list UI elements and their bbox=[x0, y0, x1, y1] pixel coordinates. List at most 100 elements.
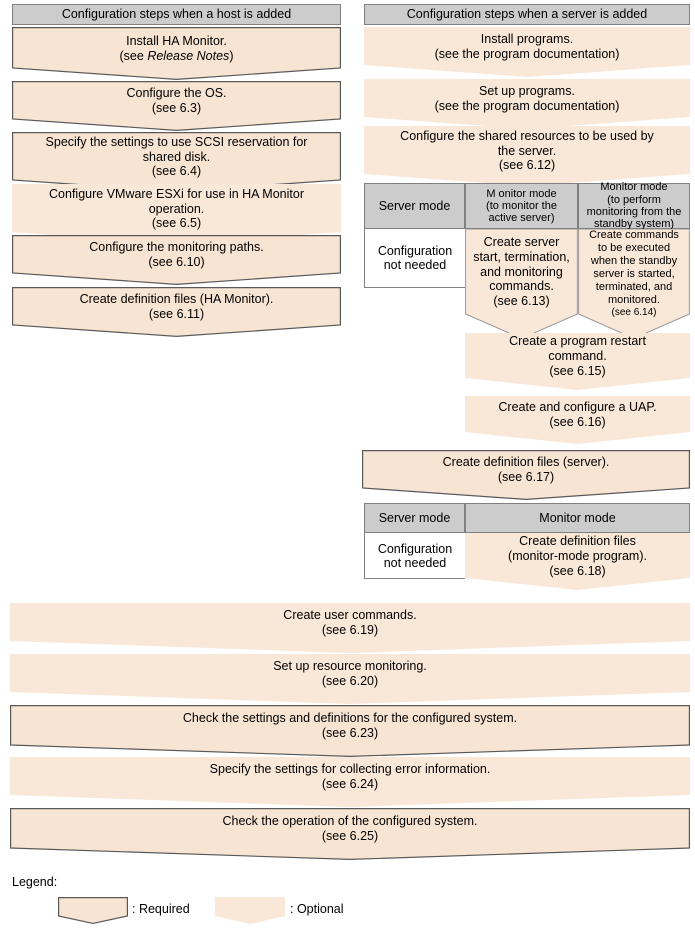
chevron-shape-icon bbox=[364, 27, 690, 77]
server-step-set-up-programs[interactable]: Set up programs. (see the program docume… bbox=[364, 79, 690, 129]
line-2: (see 6.4) bbox=[151, 164, 202, 179]
final-step-check-settings-definitions[interactable]: Check the settings and definitions for t… bbox=[10, 705, 690, 757]
chevron-shape-icon bbox=[465, 333, 690, 390]
line-1: Configure the monitoring paths. bbox=[89, 240, 264, 255]
host-step-create-definition-files-text: Create definition files (HA Monitor). (s… bbox=[12, 292, 341, 322]
table2-header-monitor-mode-label: Monitor mode bbox=[539, 511, 616, 525]
chevron-shape-icon bbox=[465, 533, 690, 590]
chevron-shape-icon bbox=[12, 287, 341, 337]
table1-header-monitor-mode-standby-label: Monitor mode (to perform monitoring from… bbox=[586, 181, 682, 231]
table2-header-server-mode-label: Server mode bbox=[378, 511, 451, 525]
line-1b: shared disk. bbox=[142, 149, 211, 164]
line-1: Install programs. bbox=[480, 32, 574, 47]
line-1: Install HA Monitor. bbox=[126, 33, 227, 48]
table1-step-create-standby-commands[interactable]: Create commands to be executed when the … bbox=[578, 229, 690, 339]
server-step-create-definition-files-server-text: Create definition files (server). (see 6… bbox=[442, 455, 610, 484]
line-1: Configure the shared resources to be use… bbox=[400, 128, 654, 143]
table2-header-monitor-mode: Monitor mode bbox=[465, 503, 690, 533]
chevron-shape-icon bbox=[10, 705, 690, 757]
host-step-configure-monitoring-paths[interactable]: Configure the monitoring paths. (see 6.1… bbox=[12, 235, 341, 285]
chevron-shape-icon bbox=[12, 81, 341, 131]
legend-title: Legend: bbox=[12, 875, 58, 889]
final-step-specify-error-info-settings-text: Specify the settings for collecting erro… bbox=[209, 762, 491, 791]
chevron-shape-icon bbox=[10, 603, 690, 653]
host-step-configure-os[interactable]: Configure the OS. (see 6.3) bbox=[12, 81, 341, 131]
server-step-create-configure-uap[interactable]: Create and configure a UAP. (see 6.16) bbox=[465, 396, 690, 444]
table1-header-server-mode: Server mode bbox=[364, 183, 465, 229]
line-2: (see 6.12) bbox=[498, 158, 556, 173]
column-header-server-label: Configuration steps when a server is add… bbox=[406, 6, 648, 21]
table2-header-server-mode: Server mode bbox=[364, 503, 465, 533]
chevron-shape-icon bbox=[465, 229, 578, 339]
table1-step-create-server-commands-text: Create server start, termination, and mo… bbox=[473, 235, 570, 309]
line-2: (see 6.11) bbox=[148, 307, 205, 321]
column-header-server: Configuration steps when a server is add… bbox=[364, 4, 690, 25]
final-step-set-up-resource-monitoring[interactable]: Set up resource monitoring. (see 6.20) bbox=[10, 654, 690, 704]
chevron-shape-icon bbox=[12, 27, 341, 80]
column-header-host-label: Configuration steps when a host is added bbox=[61, 6, 292, 21]
legend-required-label: : Required bbox=[132, 902, 190, 916]
line-1: Configure the OS. bbox=[126, 86, 227, 101]
line-2: (see the program documentation) bbox=[434, 47, 620, 61]
server-step-create-program-restart-command-text: Create a program restart command. (see 6… bbox=[509, 334, 646, 378]
legend-optional-label: : Optional bbox=[290, 902, 344, 916]
server-step-set-up-programs-text: Set up programs. (see the program docume… bbox=[364, 84, 690, 114]
host-step-configure-vmware-esxi-text: Configure VMware ESXi for use in HA Moni… bbox=[12, 187, 341, 231]
line-2: (see 6.3) bbox=[151, 101, 202, 115]
table2-step-create-definition-files-monitor-mode[interactable]: Create definition files (monitor-mode pr… bbox=[465, 533, 690, 590]
chevron-shape-icon bbox=[10, 757, 690, 807]
chevron-shape-icon bbox=[10, 808, 690, 860]
host-step-scsi-reservation[interactable]: Specify the settings to use SCSI reserva… bbox=[12, 132, 341, 192]
line-1b: operation. bbox=[148, 201, 205, 216]
table2-step-create-definition-files-monitor-mode-text: Create definition files (monitor-mode pr… bbox=[508, 534, 647, 578]
server-step-create-configure-uap-text: Create and configure a UAP. (see 6.16) bbox=[498, 400, 657, 429]
chevron-shape-icon bbox=[12, 235, 341, 285]
server-step-configure-shared-resources[interactable]: Configure the shared resources to be use… bbox=[364, 126, 690, 186]
chevron-shape-icon bbox=[362, 450, 690, 500]
chevron-shape-icon bbox=[58, 897, 129, 925]
host-step-configure-vmware-esxi[interactable]: Configure VMware ESXi for use in HA Moni… bbox=[12, 184, 341, 244]
line-2: (see the program documentation) bbox=[434, 99, 620, 113]
host-step-configure-monitoring-paths-text: Configure the monitoring paths. (see 6.1… bbox=[12, 240, 341, 270]
chevron-shape-icon bbox=[215, 897, 285, 924]
server-step-create-program-restart-command[interactable]: Create a program restart command. (see 6… bbox=[465, 333, 690, 390]
host-step-install-ha-monitor[interactable]: Install HA Monitor. (see Release Notes) bbox=[12, 27, 341, 80]
table1-header-server-mode-label: Server mode bbox=[378, 199, 451, 213]
table2-body-configuration-not-needed: Configuration not needed bbox=[364, 533, 465, 579]
line-1b: the server. bbox=[497, 143, 557, 158]
host-step-scsi-reservation-text: Specify the settings to use SCSI reserva… bbox=[12, 135, 341, 179]
table1-header-monitor-mode-standby: Monitor mode (to perform monitoring from… bbox=[578, 181, 690, 231]
server-step-configure-shared-resources-text: Configure the shared resources to be use… bbox=[364, 129, 690, 173]
final-step-create-user-commands-text: Create user commands. (see 6.19) bbox=[283, 608, 417, 637]
table1-step-create-server-commands[interactable]: Create server start, termination, and mo… bbox=[465, 229, 578, 339]
host-step-create-definition-files[interactable]: Create definition files (HA Monitor). (s… bbox=[12, 287, 341, 337]
chevron-shape-icon bbox=[364, 126, 690, 186]
server-step-install-programs[interactable]: Install programs. (see the program docum… bbox=[364, 27, 690, 77]
final-step-set-up-resource-monitoring-text: Set up resource monitoring. (see 6.20) bbox=[273, 659, 427, 688]
chevron-shape-icon bbox=[12, 184, 341, 244]
line-1: Set up programs. bbox=[479, 84, 575, 99]
chevron-shape-icon bbox=[578, 229, 690, 339]
table1-header-monitor-mode-active-label: M onitor mode (to monitor the active ser… bbox=[486, 187, 557, 225]
host-step-configure-os-text: Configure the OS. (see 6.3) bbox=[12, 86, 341, 116]
line-1: Configure VMware ESXi for use in HA Moni… bbox=[49, 186, 304, 201]
table1-body-configuration-not-needed: Configuration not needed bbox=[364, 229, 465, 288]
chevron-shape-icon bbox=[10, 654, 690, 704]
legend-swatch-optional bbox=[215, 897, 285, 924]
legend-swatch-required bbox=[58, 897, 129, 925]
line-2: (see 6.10) bbox=[148, 255, 205, 269]
table1-step-create-standby-commands-text: Create commands to be executed when the … bbox=[589, 229, 679, 318]
table2-body-configuration-not-needed-label: Configuration not needed bbox=[377, 541, 453, 570]
final-step-check-settings-definitions-text: Check the settings and definitions for t… bbox=[182, 711, 518, 740]
chevron-shape-icon bbox=[364, 79, 690, 129]
line-2: (see Release Notes) bbox=[119, 48, 234, 63]
final-step-check-operation-text: Check the operation of the configured sy… bbox=[222, 814, 478, 843]
server-step-create-definition-files-server[interactable]: Create definition files (server). (see 6… bbox=[362, 450, 690, 500]
table1-body-configuration-not-needed-label: Configuration not needed bbox=[377, 244, 453, 272]
final-step-create-user-commands[interactable]: Create user commands. (see 6.19) bbox=[10, 603, 690, 653]
host-step-install-ha-monitor-text: Install HA Monitor. (see Release Notes) bbox=[12, 34, 341, 64]
server-step-install-programs-text: Install programs. (see the program docum… bbox=[364, 32, 690, 62]
final-step-specify-error-info-settings[interactable]: Specify the settings for collecting erro… bbox=[10, 757, 690, 807]
final-step-check-operation[interactable]: Check the operation of the configured sy… bbox=[10, 808, 690, 860]
